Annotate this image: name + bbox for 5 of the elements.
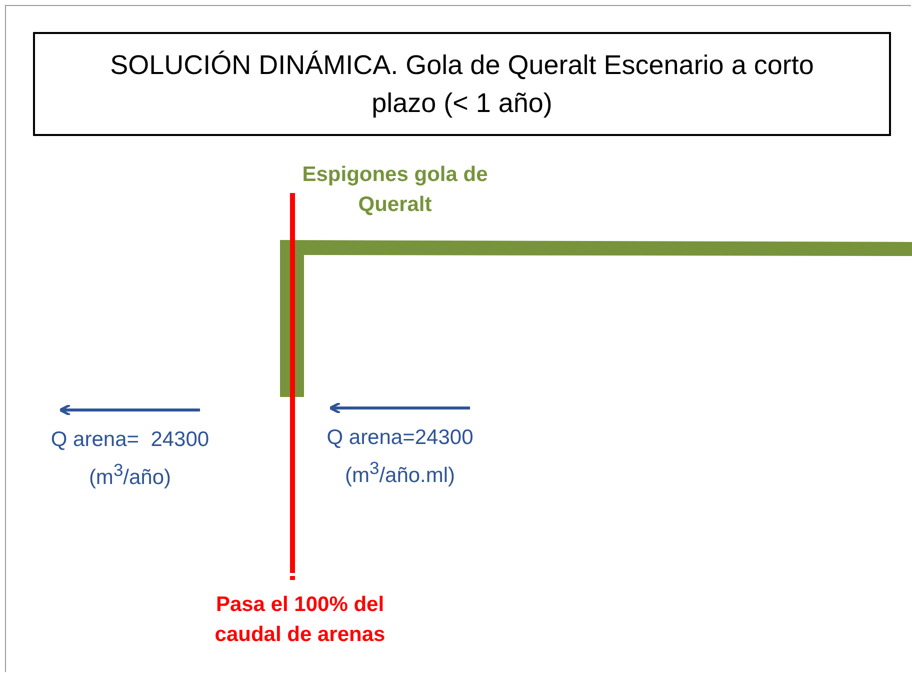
groyne-label: Espigones gola de Queralt bbox=[301, 162, 489, 218]
title-box: SOLUCIÓN DINÁMICA. Gola de Queralt Escenario a corto plazo (< 1 año) bbox=[33, 32, 891, 136]
section-label: Pasa el 100% del caudal de arenas bbox=[214, 592, 386, 648]
flow-label: Q arena=24300 (m$^{3}$/año.ml) bbox=[326, 425, 474, 489]
flow-label: Q arena= 24300 (m$^{3}$/año) bbox=[50, 427, 210, 491]
